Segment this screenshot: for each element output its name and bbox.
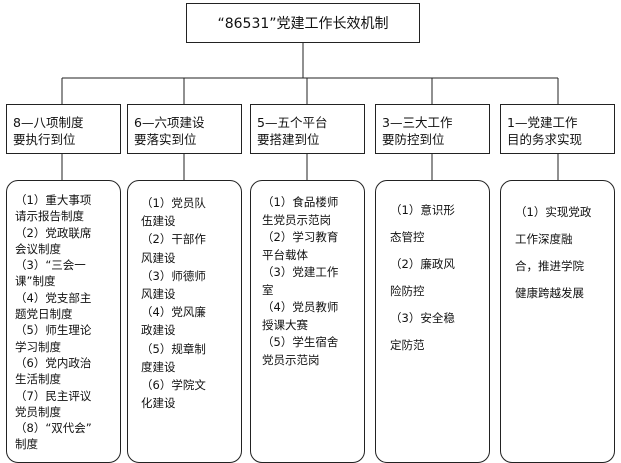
category-text: 要防控到位 bbox=[382, 132, 445, 147]
category-text: 6—六项建设 bbox=[134, 115, 205, 130]
detail-text: 工作深度融 bbox=[515, 232, 573, 246]
title-box: “86531”党建工作长效机制 bbox=[186, 3, 420, 43]
detail-text: 会议制度 bbox=[15, 241, 61, 256]
detail-text: 态管控 bbox=[390, 230, 425, 244]
detail-text: （5）师生理论 bbox=[15, 323, 92, 338]
detail-text: 制度 bbox=[15, 437, 38, 452]
detail-text: 度建设 bbox=[141, 359, 176, 374]
category-box-1: 1—党建工作 目的务求实现 bbox=[500, 104, 615, 154]
detail-text: （1）实现党政 bbox=[515, 205, 592, 219]
detail-text: （3）师德师 bbox=[141, 268, 206, 283]
detail-text: （2）党政联席 bbox=[15, 225, 92, 240]
category-box-5: 5—五个平台 要搭建到位 bbox=[250, 104, 365, 154]
category-text: 要执行到位 bbox=[13, 132, 76, 147]
detail-text: （2）廉政风 bbox=[390, 257, 455, 271]
category-text: 8—八项制度 bbox=[13, 115, 84, 130]
detail-text: 化建设 bbox=[141, 396, 176, 411]
category-text: 3—三大工作 bbox=[382, 115, 453, 130]
category-box-6: 6—六项建设 要落实到位 bbox=[127, 104, 242, 154]
detail-text: （6）学院文 bbox=[141, 378, 206, 393]
detail-text: （3）党建工作 bbox=[262, 265, 339, 279]
detail-text: 伍建设 bbox=[141, 214, 176, 229]
detail-box-5: （1）食品楼师 生党员示范岗 （2）学习教育 平台载体 （3）党建工作 室 （4… bbox=[250, 180, 365, 463]
detail-text: 定防范 bbox=[390, 338, 425, 352]
detail-text: （5）学生宿舍 bbox=[262, 335, 339, 349]
detail-text: （1）党员队 bbox=[141, 196, 206, 210]
detail-text: （1）食品楼师 bbox=[262, 195, 339, 209]
detail-text: （6）党内政治 bbox=[15, 355, 92, 370]
detail-text: 合，推进学院 bbox=[515, 259, 584, 273]
detail-text: （2）干部作 bbox=[141, 232, 206, 247]
detail-text: （1）重大事项 bbox=[15, 193, 92, 207]
detail-text: （4）党支部主 bbox=[15, 290, 92, 305]
detail-box-1: （1）实现党政 工作深度融 合，推进学院 健康跨越发展 bbox=[500, 180, 615, 463]
category-box-3: 3—三大工作 要防控到位 bbox=[375, 104, 490, 154]
detail-text: 党员制度 bbox=[15, 404, 61, 419]
detail-text: （7）民主评议 bbox=[15, 388, 92, 403]
detail-text: （3）“三会一 bbox=[15, 258, 86, 273]
detail-text: （5）规章制 bbox=[141, 341, 206, 356]
detail-text: （8）“双代会” bbox=[15, 421, 92, 436]
detail-text: 生活制度 bbox=[15, 372, 61, 387]
detail-box-6: （1）党员队 伍建设 （2）干部作 风建设 （3）师德师 风建设 （4）党风廉 … bbox=[127, 180, 242, 463]
detail-text: 课”制度 bbox=[15, 274, 56, 289]
detail-text: 请示报告制度 bbox=[15, 209, 84, 224]
detail-text: 学习制度 bbox=[15, 339, 61, 354]
detail-text: （4）党员教师 bbox=[262, 300, 339, 314]
detail-box-8: （1）重大事项 请示报告制度 （2）党政联席 会议制度 （3）“三会一 课”制度… bbox=[6, 180, 121, 463]
detail-box-3: （1）意识形 态管控 （2）廉政风 险防控 （3）安全稳 定防范 bbox=[375, 180, 490, 463]
category-text: 目的务求实现 bbox=[507, 132, 583, 147]
category-text: 要搭建到位 bbox=[257, 132, 320, 147]
detail-text: 生党员示范岗 bbox=[262, 212, 331, 227]
detail-text: 授课大赛 bbox=[262, 317, 308, 332]
detail-text: 室 bbox=[262, 282, 274, 297]
category-text: 1—党建工作 bbox=[507, 115, 578, 130]
detail-text: 健康跨越发展 bbox=[515, 286, 584, 300]
detail-text: 党员示范岗 bbox=[262, 352, 320, 367]
detail-text: 险防控 bbox=[390, 284, 425, 298]
detail-text: 题党日制度 bbox=[15, 307, 73, 322]
detail-text: （1）意识形 bbox=[390, 203, 455, 217]
detail-text: 风建设 bbox=[141, 287, 176, 302]
title-text: “86531”党建工作长效机制 bbox=[217, 16, 389, 32]
detail-text: 政建设 bbox=[141, 323, 176, 338]
detail-text: （2）学习教育 bbox=[262, 230, 339, 244]
category-text: 要落实到位 bbox=[134, 132, 197, 147]
category-text: 5—五个平台 bbox=[257, 115, 328, 130]
category-box-8: 8—八项制度 要执行到位 bbox=[6, 104, 121, 154]
detail-text: （4）党风廉 bbox=[141, 305, 206, 320]
detail-text: 平台载体 bbox=[262, 247, 308, 262]
detail-text: （3）安全稳 bbox=[390, 311, 455, 325]
detail-text: 风建设 bbox=[141, 250, 176, 265]
